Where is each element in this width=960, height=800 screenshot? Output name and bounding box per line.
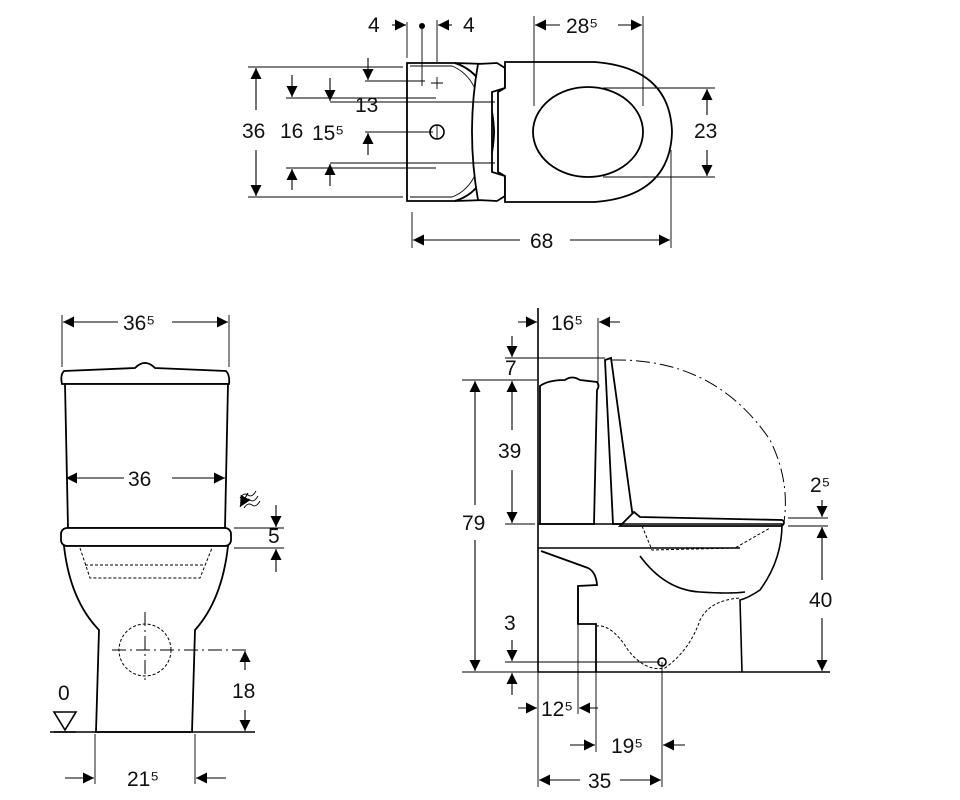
top-view-dimensions: 4 4 28⁵ 36 16 15⁵ 13 23 [242,14,717,253]
dim-outlet-above-floor: 3 [504,612,516,635]
dim-total-height: 79 [462,512,485,535]
side-view-outline [537,308,830,673]
dim-seat-width: 36 [128,468,151,491]
dim-seat-height: 40 [809,589,832,612]
dim-wall-to-lid: 16⁵ [551,312,583,335]
dim-tank-height: 39 [498,440,521,463]
dim-outlet-height: 18 [232,680,255,703]
top-view-outline [406,23,673,203]
front-view-outline [50,362,255,733]
dim-fixing-16: 16 [280,120,303,143]
dim-seat-opening-width: 23 [694,120,717,143]
dim-fixing-15-5: 15⁵ [312,122,344,145]
dim-offset-right: 4 [463,14,475,37]
dim-total-depth: 36 [242,120,265,143]
dim-total-length: 68 [530,230,553,253]
water-inlet-icon [239,490,261,509]
floor-level-icon [52,711,78,733]
floor-level-label: 0 [58,682,70,705]
dim-fixing-13: 13 [355,94,378,117]
dim-wall-to-outlet: 35 [588,770,611,793]
dim-seat-thickness: 2⁵ [810,474,830,497]
dim-tank-width: 36⁵ [123,312,155,335]
dim-water-inlet-height: 5 [268,525,280,548]
side-view-dimensions: 16⁵ 7 39 79 2⁵ 40 3 12⁵ 19⁵ [462,312,832,793]
dim-offset-left: 4 [368,14,380,37]
dim-foot-to-outlet: 19⁵ [611,735,643,758]
dim-seat-opening-length: 28⁵ [566,15,598,38]
side-view: 16⁵ 7 39 79 2⁵ 40 3 12⁵ 19⁵ [462,308,832,793]
front-view-dimensions: 36⁵ 36 5 18 21⁵ 0 [52,312,284,791]
dim-wall-to-foot: 12⁵ [541,698,573,721]
front-view: 36⁵ 36 5 18 21⁵ 0 [50,312,284,791]
top-view: 4 4 28⁵ 36 16 15⁵ 13 23 [242,14,717,253]
dim-lid-above-tank: 7 [505,357,517,380]
dim-base-width: 21⁵ [127,768,159,791]
